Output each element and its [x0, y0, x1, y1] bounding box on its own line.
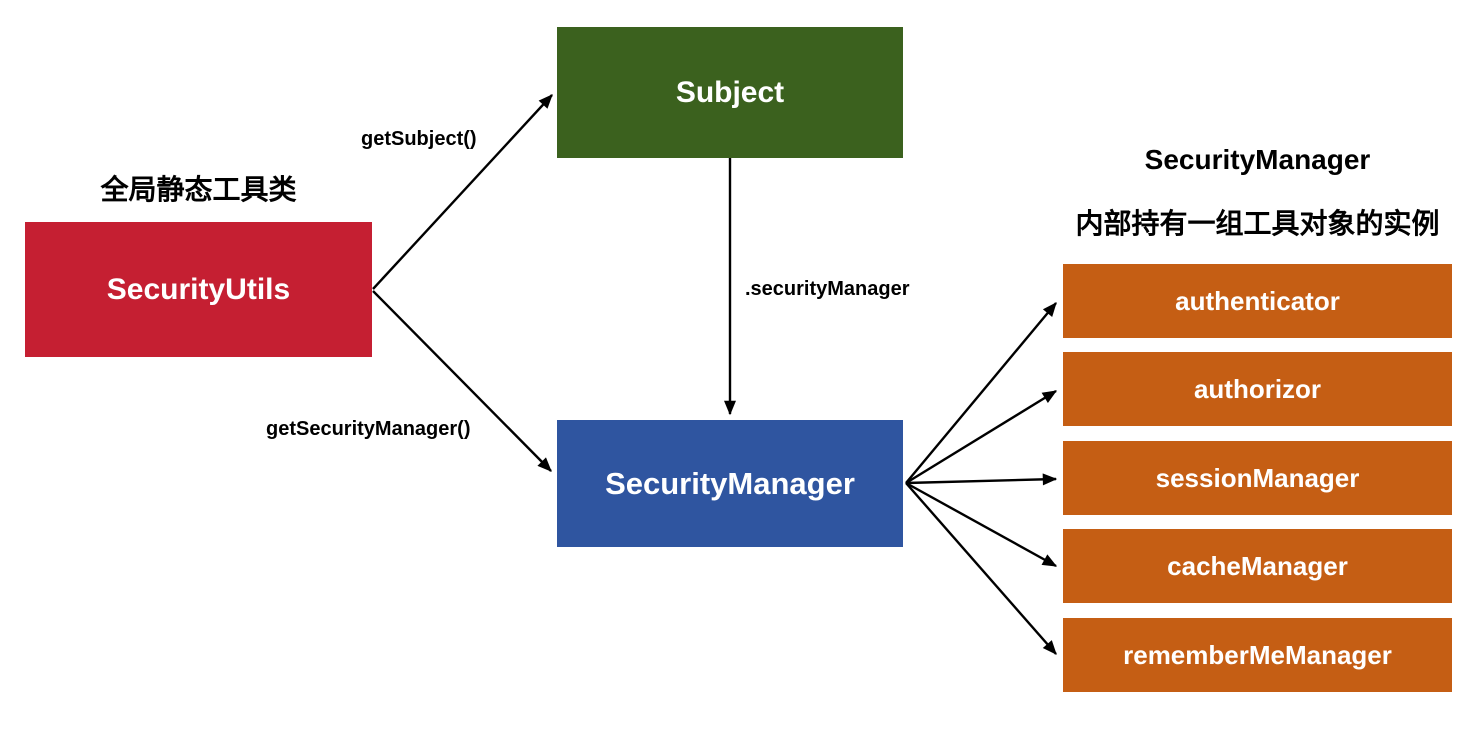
arrow-get-subject [372, 94, 553, 290]
right-panel-title-line2: 内部持有一组工具对象的实例 [1075, 208, 1440, 239]
edge-label-get-security-manager: getSecurityManager() [266, 418, 471, 440]
arrow-to-authenticator [905, 302, 1057, 484]
node-security-utils-label: SecurityUtils [106, 272, 291, 306]
node-subject-label: Subject [675, 75, 785, 109]
node-session-manager-label: sessionManager [1155, 462, 1360, 493]
node-subject: Subject [557, 27, 903, 158]
node-authorizor-label: authorizor [1193, 373, 1322, 404]
node-cache-manager: cacheManager [1063, 529, 1452, 603]
node-authenticator: authenticator [1063, 264, 1452, 338]
node-session-manager: sessionManager [1063, 441, 1452, 515]
node-security-utils: SecurityUtils [25, 222, 372, 357]
node-security-manager: SecurityManager [557, 420, 903, 547]
arrow-to-cache-manager [905, 481, 1058, 568]
security-utils-caption: 全局静态工具类 [100, 174, 297, 205]
node-security-manager-label: SecurityManager [605, 465, 855, 501]
node-remember-me-manager-label: rememberMeManager [1123, 639, 1392, 670]
edge-label-get-subject: getSubject() [361, 128, 477, 150]
node-authenticator-label: authenticator [1175, 285, 1340, 316]
node-remember-me-manager: rememberMeManager [1063, 618, 1452, 692]
arrow-to-authorizor [905, 389, 1058, 485]
node-cache-manager-label: cacheManager [1167, 550, 1348, 581]
arrow-get-security-manager [372, 290, 552, 472]
node-authorizor: authorizor [1063, 352, 1452, 426]
arrow-to-session-manager [905, 473, 1058, 486]
right-panel-title-line1: SecurityManager [1144, 144, 1371, 175]
edge-label-security-manager-property: .securityManager [745, 278, 910, 300]
arrow-to-remember-me-manager [905, 482, 1057, 655]
